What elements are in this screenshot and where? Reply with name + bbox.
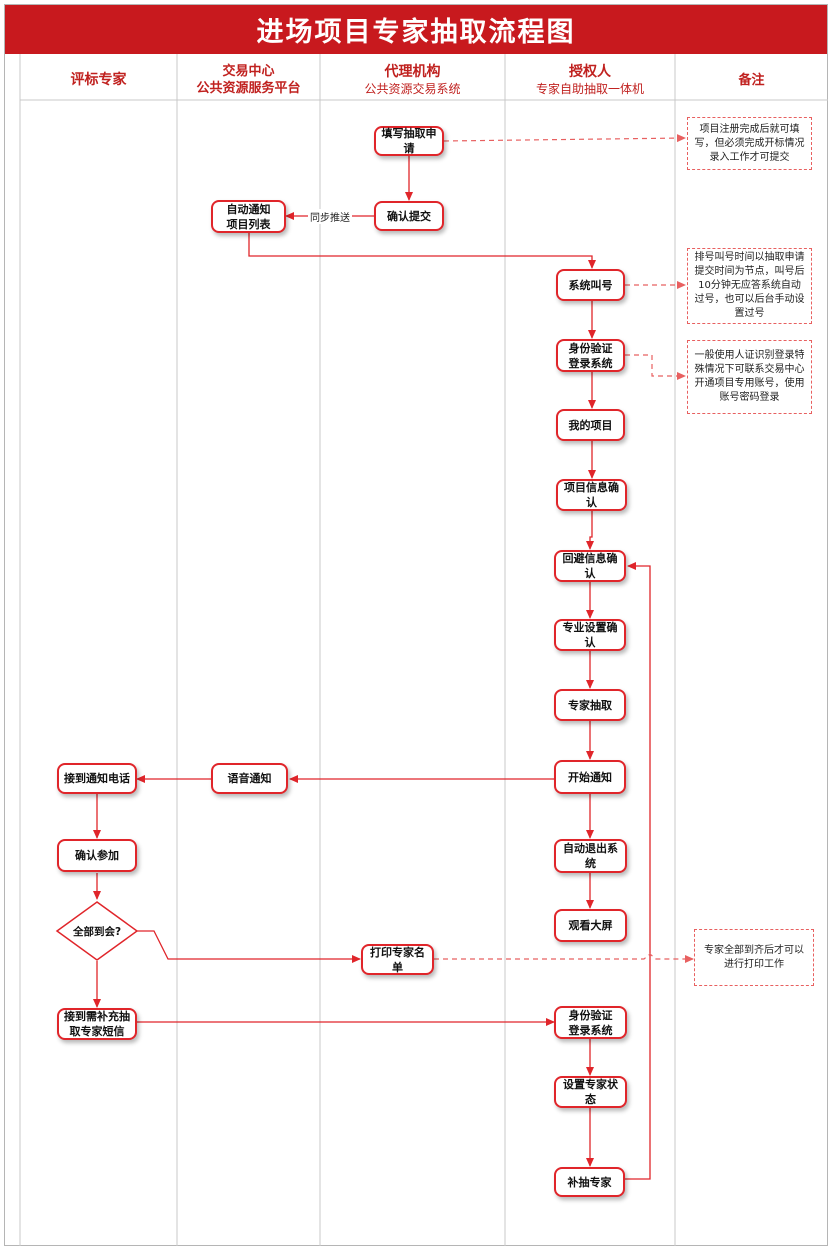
note-id-verify: 一般使用人证识别登录特殊情况下可联系交易中心开通项目专用账号，使用账号密码登录 [687, 340, 812, 414]
node-my-projects[interactable]: 我的项目 [556, 409, 625, 441]
node-expert-draw[interactable]: 专家抽取 [554, 689, 626, 721]
node-all-arrived[interactable]: 全部到会? [72, 925, 122, 938]
flowchart-canvas [4, 4, 828, 1246]
lane-authorized: 授权人 专家自助抽取一体机 [505, 57, 675, 103]
edge-info-to-avoid [586, 511, 594, 550]
edge-decision-to-print [137, 930, 361, 963]
lane-authorized-title: 授权人 [569, 64, 611, 80]
lane-agency-title: 代理机构 [384, 64, 441, 80]
lane-agency: 代理机构 公共资源交易系统 [320, 57, 505, 103]
node-project-info-confirm[interactable]: 项目信息确认 [556, 479, 627, 511]
node-confirm-submit[interactable]: 确认提交 [374, 201, 444, 231]
lane-authorized-sub: 专家自助抽取一体机 [535, 82, 644, 96]
lane-remarks: 备注 [675, 57, 828, 103]
decision-diamond [55, 901, 139, 961]
outer-border [4, 4, 828, 1246]
lane-experts-title: 评标专家 [70, 72, 127, 88]
note4-connector [434, 953, 694, 963]
note-print-list: 专家全部到齐后才可以进行打印工作 [694, 929, 814, 986]
note-fill-request: 项目注册完成后就可填写，但必须完成开标情况录入工作才可提交 [687, 117, 812, 170]
edge-autonotify-to-call [248, 232, 596, 269]
edge-supplement-loop-back [625, 562, 651, 1180]
node-start-notify[interactable]: 开始通知 [554, 760, 626, 794]
node-supplement-draw[interactable]: 补抽专家 [554, 1167, 625, 1197]
flowchart-frame: 进场项目专家抽取流程图 [4, 4, 828, 1246]
page-title: 进场项目专家抽取流程图 [256, 16, 576, 48]
lane-experts: 评标专家 [20, 57, 177, 103]
node-set-status[interactable]: 设置专家状态 [554, 1076, 627, 1108]
lane-trading-center-title: 交易中心 [222, 64, 275, 79]
note1-connector [443, 134, 686, 143]
lane-trading-center-sub: 公共资源服务平台 [196, 81, 301, 96]
title-bar: 进场项目专家抽取流程图 [4, 4, 828, 54]
node-fill-request[interactable]: 填写抽取申请 [374, 126, 444, 156]
node-id-verify[interactable]: 身份验证 登录系统 [556, 339, 625, 372]
edge-label-sync-push: 同步推送 [308, 209, 352, 224]
node-voice-notify[interactable]: 语音通知 [211, 763, 288, 794]
node-confirm-attend[interactable]: 确认参加 [57, 839, 137, 872]
node-avoidance-confirm[interactable]: 回避信息确认 [554, 550, 626, 582]
node-id-verify-2[interactable]: 身份验证 登录系统 [554, 1006, 627, 1039]
node-system-call[interactable]: 系统叫号 [556, 269, 625, 301]
lane-trading-center: 交易中心 公共资源服务平台 [177, 57, 320, 103]
node-auto-notify[interactable]: 自动通知 项目列表 [211, 200, 286, 233]
node-auto-exit[interactable]: 自动退出系统 [554, 839, 627, 873]
lane-agency-sub: 公共资源交易系统 [364, 82, 461, 96]
node-watch-screen[interactable]: 观看大屏 [554, 909, 627, 942]
note3-connector [625, 354, 686, 380]
node-specialty-confirm[interactable]: 专业设置确认 [554, 619, 626, 651]
note-system-call: 排号叫号时间以抽取申请提交时间为节点，叫号后10分钟无应答系统自动过号，也可以后… [687, 248, 812, 324]
node-receive-call[interactable]: 接到通知电话 [57, 763, 137, 794]
node-print-list[interactable]: 打印专家名单 [361, 944, 434, 975]
lane-remarks-title: 备注 [738, 72, 765, 88]
node-receive-sms[interactable]: 接到需补充抽 取专家短信 [57, 1008, 137, 1040]
